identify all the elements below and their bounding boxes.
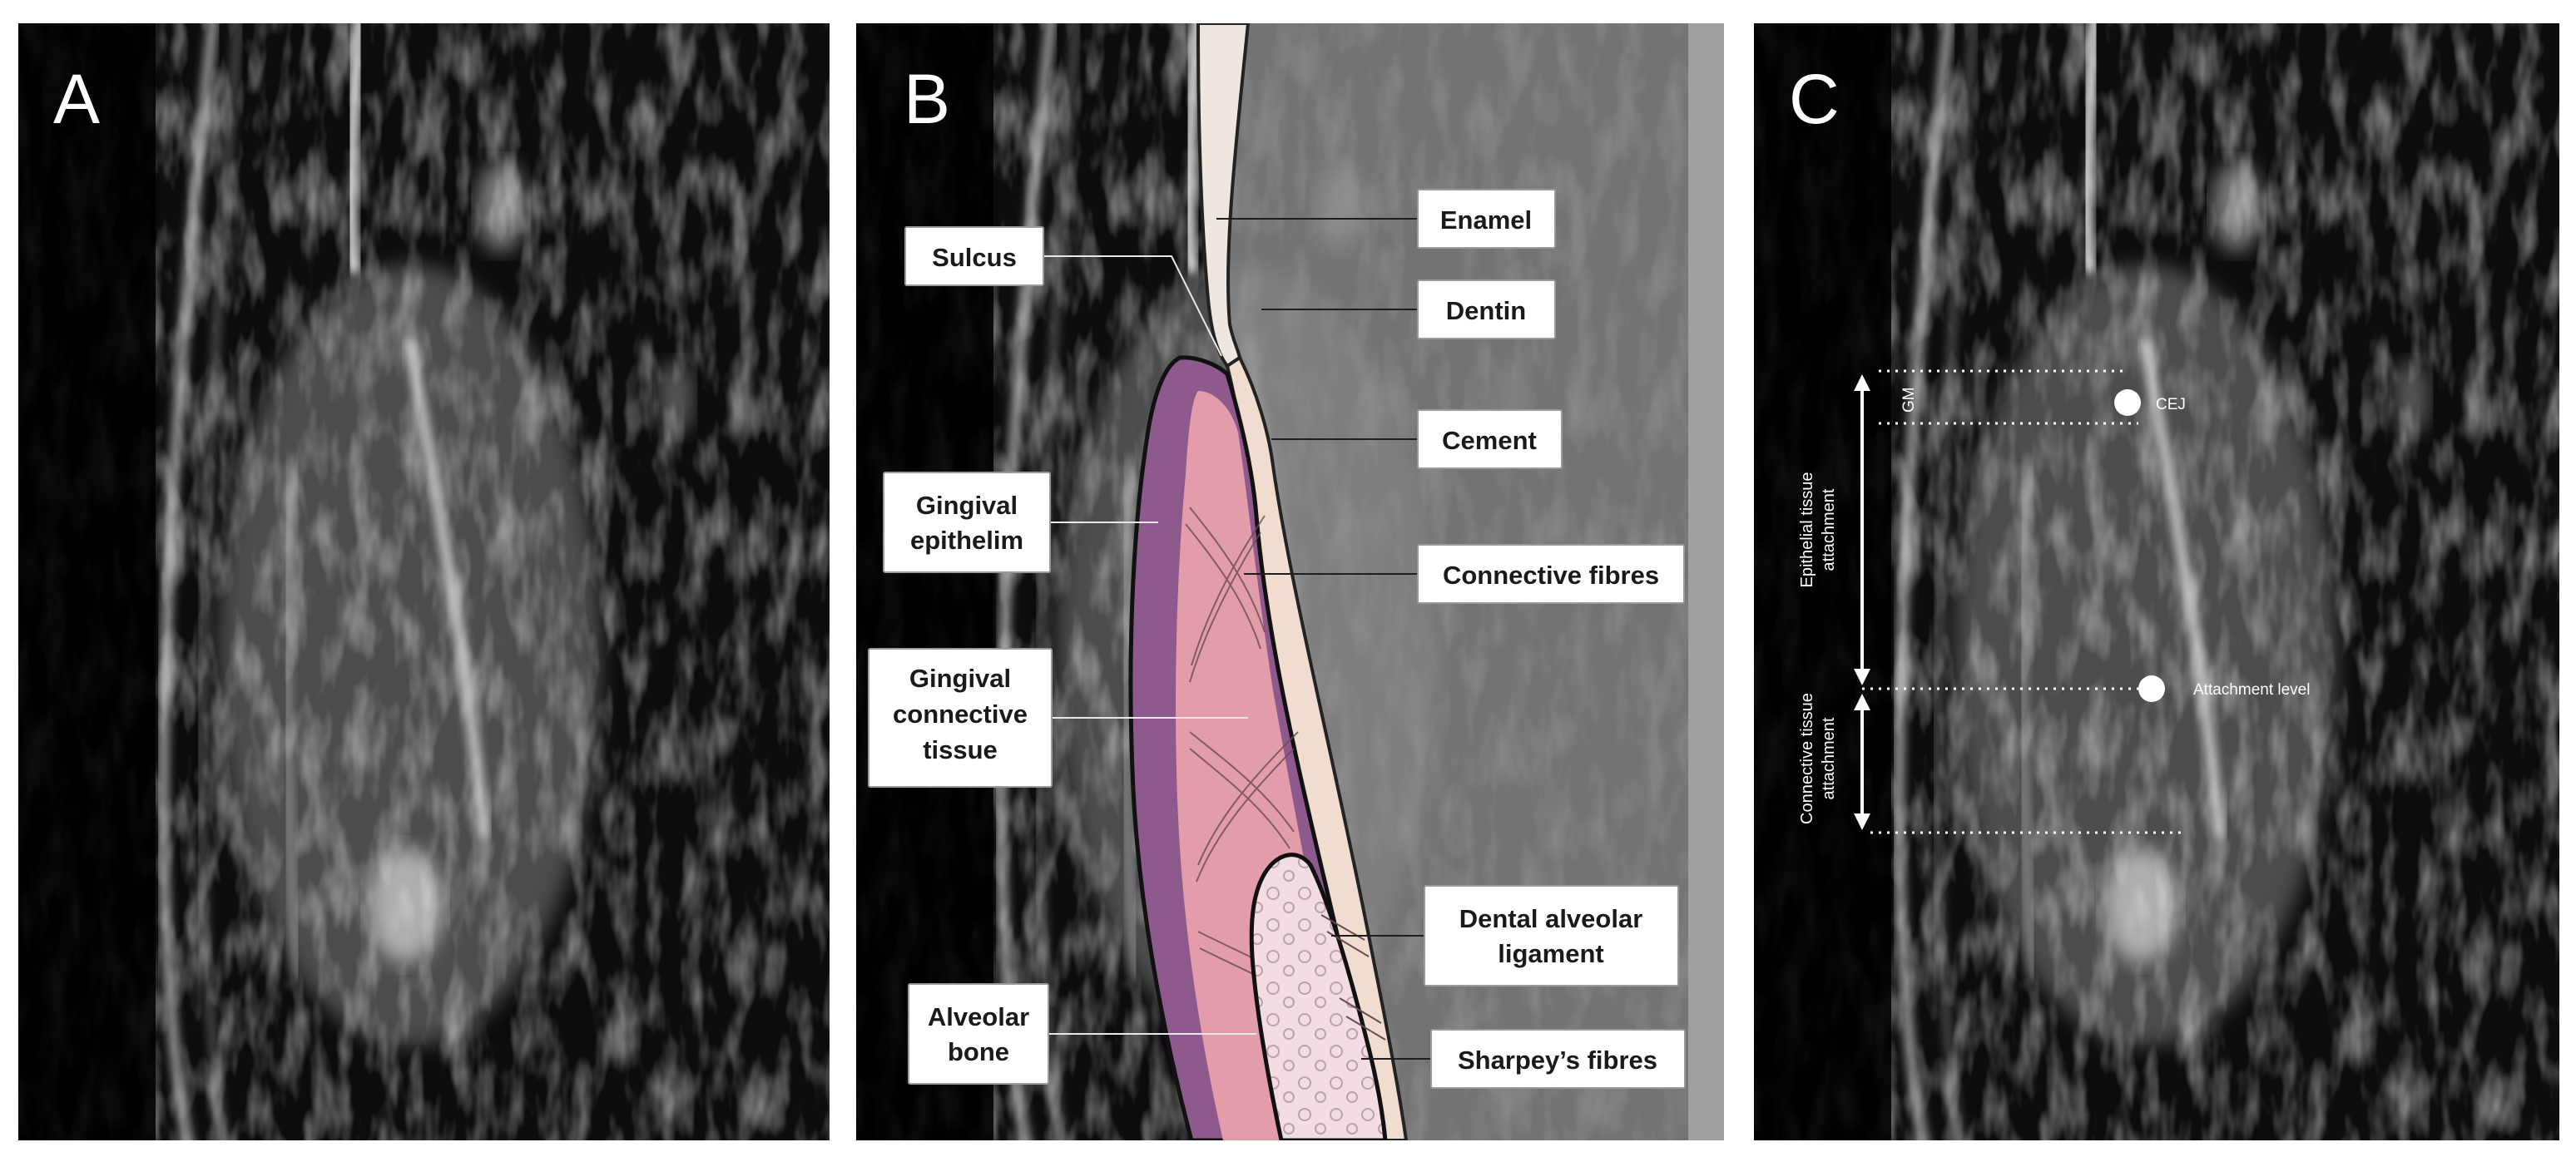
panel-c-annotations: GM CEJ Attachment level Epithelial tissu… [1798,369,2310,834]
label-gingival-epithelim: Gingival epithelim [883,472,1051,573]
attachment-level-label: Attachment level [2193,681,2310,699]
label-sharpeys-fibres: Sharpey’s fibres [1430,1029,1686,1089]
label-gingival-connective-tissue: Gingival connective tissue [868,648,1053,788]
connective-arrow [1854,694,1870,830]
svg-text:Gingival: Gingival [916,491,1018,520]
label-cement: Cement [1417,409,1563,469]
svg-text:Enamel: Enamel [1440,205,1532,235]
svg-text:Connective tissue: Connective tissue [1798,693,1816,824]
svg-text:bone: bone [948,1037,1009,1066]
svg-text:Epithelial tissue: Epithelial tissue [1798,472,1816,588]
svg-text:connective: connective [893,700,1028,729]
svg-text:attachment: attachment [1820,488,1838,571]
label-dental-alveolar-ligament: Dental alveolar ligament [1424,885,1679,986]
svg-text:attachment: attachment [1820,717,1838,799]
cej-label: CEJ [2156,396,2186,413]
panel-a [18,15,850,1155]
cej-marker [2114,389,2141,416]
svg-text:epithelim: epithelim [910,526,1023,555]
svg-text:Cement: Cement [1442,426,1537,455]
epithelial-attachment-label: Epithelial tissue attachment [1798,472,1838,588]
svg-text:Dentin: Dentin [1446,296,1526,325]
label-dentin: Dentin [1417,279,1556,339]
connective-attachment-label: Connective tissue attachment [1798,693,1838,824]
attachment-level-marker [2138,675,2165,702]
svg-text:tissue: tissue [923,735,998,764]
svg-text:Dental alveolar: Dental alveolar [1459,904,1643,933]
panel-c [1754,15,2576,1155]
epithelial-arrow [1854,374,1870,685]
label-connective-fibres: Connective fibres [1417,544,1685,604]
panel-c-letter: C [1789,60,1840,138]
svg-text:Alveolar: Alveolar [928,1002,1029,1031]
svg-text:Connective fibres: Connective fibres [1443,561,1659,590]
gm-label: GM [1900,387,1918,413]
panel-a-letter: A [53,60,100,138]
panel-b-leaders [1043,218,1431,1060]
label-sulcus: Sulcus [904,226,1044,286]
svg-text:Gingival: Gingival [909,664,1011,693]
svg-text:ligament: ligament [1498,939,1603,968]
panel-b-letter: B [904,60,950,138]
label-enamel: Enamel [1417,189,1556,249]
svg-text:Sharpey’s fibres: Sharpey’s fibres [1458,1046,1657,1075]
alveolar-bone-shape [1249,853,1388,1140]
label-alveolar-bone: Alveolar bone [908,983,1049,1085]
svg-text:Sulcus: Sulcus [932,243,1017,272]
